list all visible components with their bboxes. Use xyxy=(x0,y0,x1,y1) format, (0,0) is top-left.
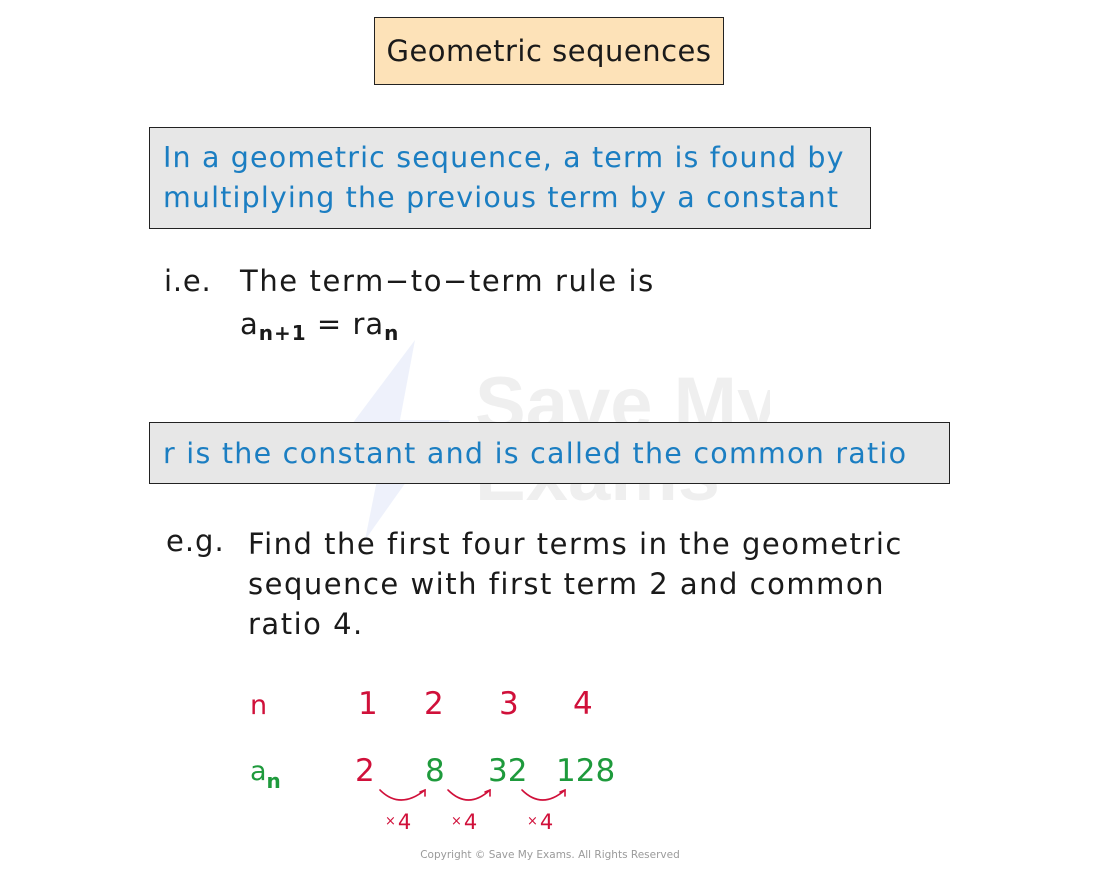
rule-formula: an+1 = ran xyxy=(240,307,399,345)
arc-arrow-icon xyxy=(447,789,491,801)
rule-text: The term−to−term rule is xyxy=(240,264,655,298)
term-value: 2 xyxy=(355,753,375,789)
copyright-notice: Copyright © Save My Exams. All Rights Re… xyxy=(420,849,680,861)
term-value: 128 xyxy=(556,753,616,789)
an-label-base: a xyxy=(250,756,267,787)
formula-rhs-subscript: n xyxy=(384,321,400,345)
multiplier-value: 4 xyxy=(463,810,478,834)
example-label: e.g. xyxy=(166,524,225,558)
arrowhead-icon xyxy=(484,788,491,797)
multiplier-label: ×4 xyxy=(385,810,411,834)
n-value: 4 xyxy=(573,686,593,722)
term-value: 32 xyxy=(488,753,528,789)
definition-line-2: multiplying the previous term by a const… xyxy=(163,181,840,214)
multiplier-arrows xyxy=(379,788,566,801)
definition-box: In a geometric sequence, a term is found… xyxy=(149,127,871,229)
arrowhead-icon xyxy=(559,788,566,797)
arrowhead-icon xyxy=(419,788,426,797)
rule-label: i.e. xyxy=(164,264,212,298)
example-line-1: Find the first four terms in the geometr… xyxy=(248,527,903,561)
page-title: Geometric sequences xyxy=(374,17,724,85)
example-line-3: ratio 4. xyxy=(248,607,364,641)
example-line-2: sequence with first term 2 and common xyxy=(248,567,885,601)
n-value: 3 xyxy=(499,686,519,722)
arc-arrow-icon xyxy=(521,789,566,801)
an-row-label: an xyxy=(250,756,281,793)
formula-lhs-subscript: n+1 xyxy=(258,321,307,345)
formula-rhs-base: ra xyxy=(352,307,385,341)
multiplier-label: ×4 xyxy=(451,810,477,834)
times-icon: × xyxy=(527,814,538,829)
an-label-subscript: n xyxy=(266,769,281,793)
arc-arrow-icon xyxy=(379,789,426,801)
times-icon: × xyxy=(385,814,396,829)
n-value: 2 xyxy=(424,686,444,722)
common-ratio-text: r is the constant and is called the comm… xyxy=(163,436,908,470)
example-text: Find the first four terms in the geometr… xyxy=(248,524,948,644)
formula-lhs-base: a xyxy=(240,307,259,341)
times-icon: × xyxy=(451,814,462,829)
multiplier-label: ×4 xyxy=(527,810,553,834)
common-ratio-box: r is the constant and is called the comm… xyxy=(149,422,950,484)
multiplier-value: 4 xyxy=(397,810,412,834)
n-value: 1 xyxy=(358,686,378,722)
n-row-label: n xyxy=(250,690,268,721)
definition-line-1: In a geometric sequence, a term is found… xyxy=(163,141,845,174)
multiplier-value: 4 xyxy=(539,810,554,834)
term-value: 8 xyxy=(425,753,445,789)
formula-equals: = xyxy=(316,307,343,341)
